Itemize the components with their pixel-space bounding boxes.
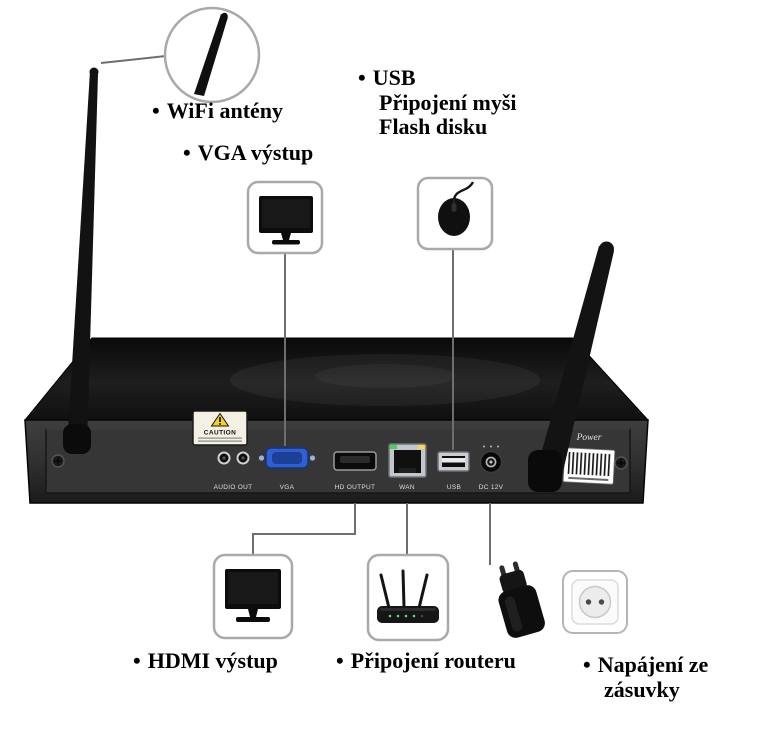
wan-port: WAN bbox=[388, 443, 427, 491]
bullet: • bbox=[183, 140, 191, 165]
dc-label: DC 12V bbox=[479, 484, 504, 491]
vga-port: VGA bbox=[258, 447, 316, 491]
mouse-icon bbox=[438, 181, 475, 236]
left-screw bbox=[51, 454, 65, 468]
connector-lines bbox=[100, 55, 491, 565]
label-power-socket: •Napájení ze zásuvky bbox=[583, 652, 709, 702]
dc-power-port: DC 12V bbox=[479, 445, 504, 491]
usb-port: USB bbox=[437, 451, 470, 491]
label-hdmi-output: •HDMI výstup bbox=[133, 648, 278, 674]
barcode-sticker bbox=[562, 447, 616, 485]
router-icon bbox=[377, 569, 439, 623]
wan-label: WAN bbox=[399, 484, 415, 491]
router-callout bbox=[366, 553, 450, 642]
vga-label: VGA bbox=[280, 484, 295, 491]
wan-led-yellow bbox=[418, 445, 425, 449]
monitor-icon bbox=[225, 569, 281, 622]
bullet: • bbox=[583, 652, 591, 677]
mouse-callout bbox=[416, 176, 494, 251]
wall-socket-callout bbox=[562, 570, 628, 634]
antenna-icon bbox=[194, 12, 228, 96]
caution-sticker: CAUTION bbox=[192, 410, 248, 446]
label-usb-block: •USB Připojení myši Flash disku bbox=[358, 65, 517, 140]
wan-led-green bbox=[390, 445, 397, 449]
power-label: Power bbox=[576, 433, 602, 443]
usb-label: USB bbox=[447, 484, 461, 491]
device-top-highlight bbox=[230, 354, 540, 406]
label-power-line1: •Napájení ze bbox=[583, 652, 709, 678]
label-usb-line1: •USB bbox=[358, 65, 517, 91]
label-power-line1-text: Napájení ze bbox=[597, 652, 709, 677]
label-vga-output: •VGA výstup bbox=[183, 140, 314, 166]
line-antenna-callout bbox=[100, 55, 167, 64]
monitor-icon bbox=[259, 196, 313, 245]
label-power-line2: zásuvky bbox=[604, 676, 680, 702]
right-antenna bbox=[528, 241, 614, 492]
label-usb-line2: Připojení myši bbox=[379, 89, 517, 115]
bullet: • bbox=[358, 65, 366, 90]
caution-label: CAUTION bbox=[204, 430, 236, 437]
label-hdmi-output-text: HDMI výstup bbox=[147, 648, 278, 673]
line-hdmi-callout bbox=[252, 503, 356, 554]
label-vga-output-text: VGA výstup bbox=[197, 140, 314, 165]
label-wifi-antennas: •WiFi antény bbox=[152, 98, 284, 124]
vga-monitor-callout bbox=[246, 180, 324, 255]
audio-out-label: AUDIO OUT bbox=[214, 484, 253, 491]
label-router-connection: •Připojení routeru bbox=[336, 648, 516, 674]
audio-out-port: AUDIO OUT bbox=[214, 451, 253, 491]
right-screw bbox=[614, 456, 628, 470]
label-usb-line3: Flash disku bbox=[379, 114, 488, 140]
label-router-connection-text: Připojení routeru bbox=[350, 648, 516, 673]
label-wifi-antennas-text: WiFi antény bbox=[166, 98, 284, 123]
bullet: • bbox=[133, 648, 141, 673]
bullet: • bbox=[336, 648, 344, 673]
left-antenna bbox=[63, 67, 99, 454]
device-top-highlight-2 bbox=[315, 364, 455, 388]
antenna-detail-callout bbox=[163, 6, 261, 104]
bullet: • bbox=[152, 98, 160, 123]
hdmi-port: HD OUTPUT bbox=[333, 451, 377, 491]
label-usb-text: USB bbox=[372, 65, 416, 90]
wall-socket-icon bbox=[571, 579, 619, 625]
hdmi-monitor-callout bbox=[212, 553, 294, 640]
nvr-device: CAUTION AUDIO OUT VGA bbox=[23, 67, 650, 504]
barcode-icon bbox=[567, 451, 611, 477]
hdmi-label: HD OUTPUT bbox=[335, 484, 376, 491]
power-adapter-icon bbox=[498, 561, 545, 638]
